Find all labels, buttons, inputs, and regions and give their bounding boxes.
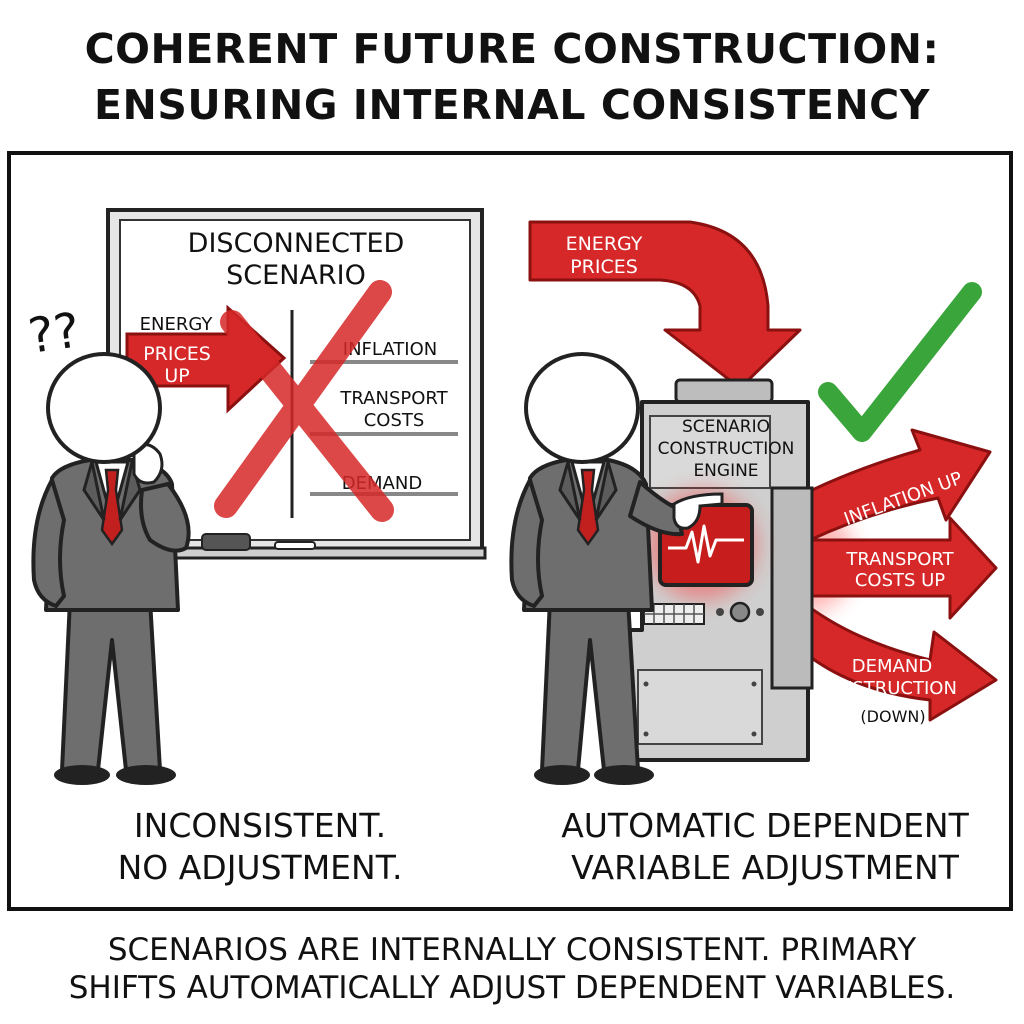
whiteboard-heading-2: SCENARIO <box>226 260 366 291</box>
title-line-1: COHERENT FUTURE CONSTRUCTION: <box>84 25 940 73</box>
right-caption-line-1: AUTOMATIC DEPENDENT <box>561 806 969 845</box>
output-demand-1: DEMAND <box>852 656 932 677</box>
output-transport-2: COSTS UP <box>855 570 945 591</box>
right-caption-line-2: VARIABLE ADJUSTMENT <box>571 848 959 887</box>
wb-row-costs: COSTS <box>364 410 425 431</box>
input-arrow-line-2: PRICES <box>570 256 638 278</box>
output-demand-3: (DOWN) <box>860 707 925 726</box>
eraser <box>201 533 251 551</box>
left-caption-line-1: INCONSISTENT. <box>133 806 387 845</box>
left-caption-line-2: NO ADJUSTMENT. <box>117 848 403 887</box>
output-demand-2: DESTRUCTION <box>827 678 957 699</box>
wb-row-inflation: INFLATION <box>343 339 437 360</box>
wb-arrow-top: ENERGY <box>140 314 214 335</box>
pointing-hand <box>672 492 724 530</box>
output-arrows: INFLATION UP TRANSPORT COSTS UP DEMAND D… <box>745 428 998 726</box>
engine-lower-panel <box>637 669 763 745</box>
input-arrow: ENERGY PRICES UP <box>528 220 802 390</box>
wb-row-transport: TRANSPORT <box>339 388 448 409</box>
demand-arrow <box>788 598 998 722</box>
footer-line-1: SCENARIOS ARE INTERNALLY CONSISTENT. PRI… <box>107 932 917 968</box>
output-transport-1: TRANSPORT <box>845 549 954 570</box>
question-marks: ?? <box>25 302 83 365</box>
waveform-icon <box>668 524 744 564</box>
inflation-arrow <box>790 428 992 542</box>
whiteboard-heading-1: DISCONNECTED <box>188 228 405 259</box>
red-x-mark <box>214 280 394 522</box>
input-arrow-line-1: ENERGY <box>566 233 643 255</box>
left-caption: INCONSISTENT. NO ADJUSTMENT. <box>90 805 430 889</box>
wb-arrow-bot: UP <box>164 365 189 387</box>
engine-label-2: CONSTRUCTION <box>658 439 795 459</box>
marker <box>274 541 316 550</box>
transport-arrow <box>798 516 998 620</box>
wb-arrow-mid: PRICES <box>143 343 211 365</box>
input-arrow-line-3: UP <box>591 279 616 301</box>
engine-label-1: SCENARIO <box>682 417 770 437</box>
knob-icon <box>729 601 751 623</box>
right-caption: AUTOMATIC DEPENDENT VARIABLE ADJUSTMENT <box>535 805 995 889</box>
right-person <box>509 352 724 785</box>
engine-label-3: ENGINE <box>693 461 758 481</box>
scenario-engine-machine: SCENARIO CONSTRUCTION ENGINE <box>628 378 814 762</box>
left-person <box>31 352 191 785</box>
footer-line-2: SHIFTS AUTOMATICALLY ADJUST DEPENDENT VA… <box>68 970 956 1006</box>
green-checkmark-icon <box>818 282 982 442</box>
title-line-2: ENSURING INTERNAL CONSISTENCY <box>94 81 930 129</box>
